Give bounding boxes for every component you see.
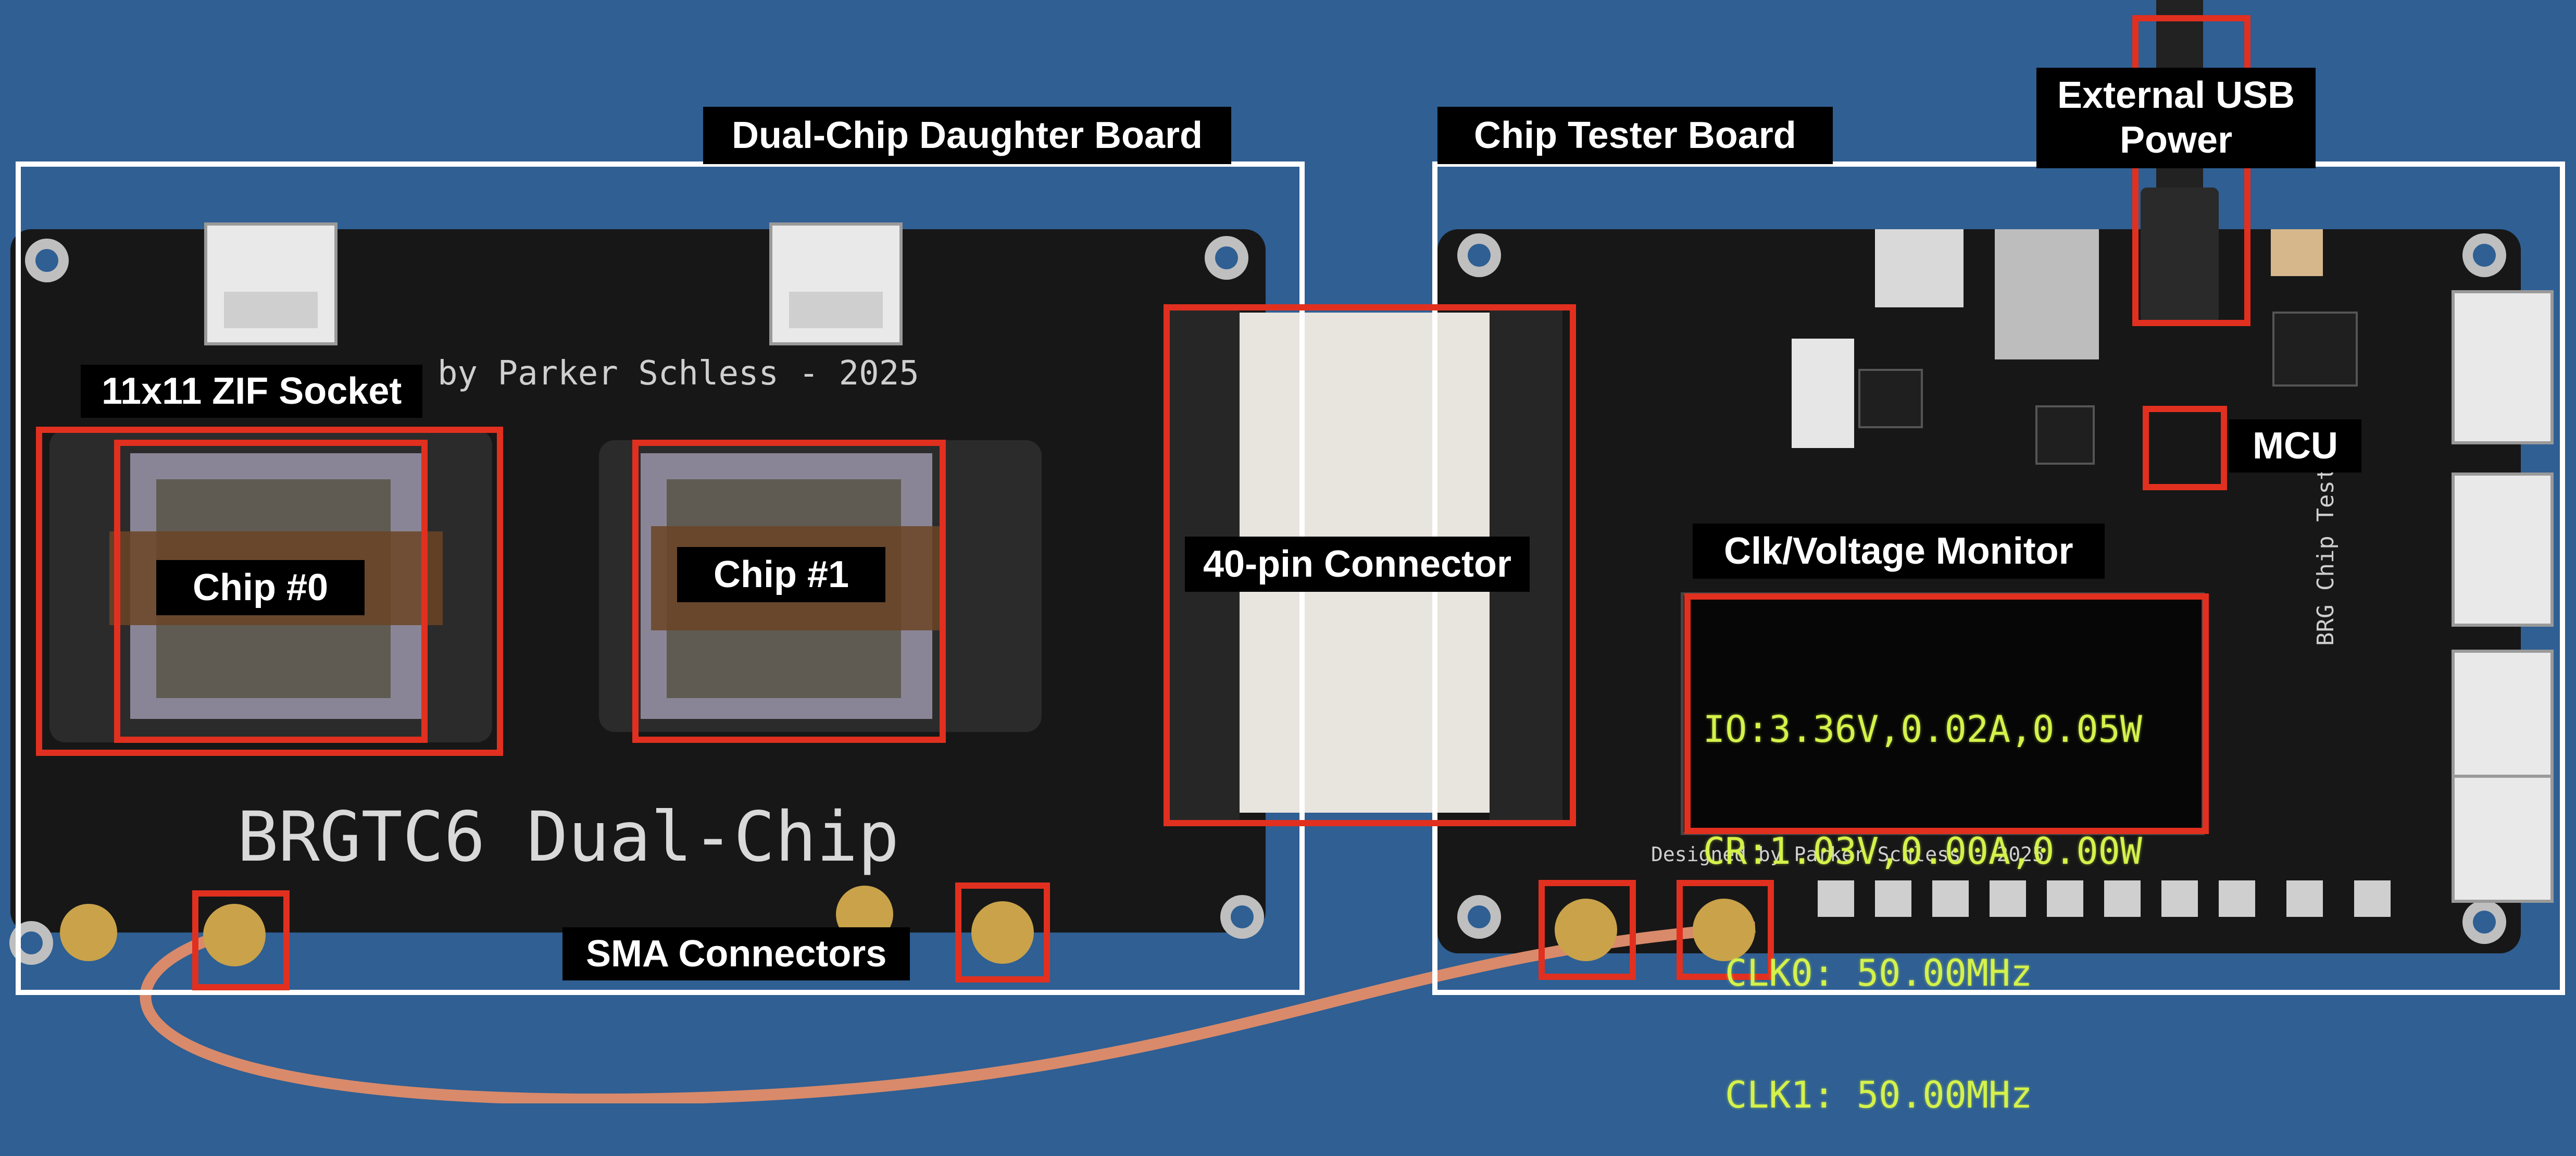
mcu-label: MCU [2229,419,2361,473]
author-silkscreen-left: by Parker Schless - 2025 [437,354,919,393]
monitor-highlight [1684,593,2209,834]
connector-label: 40-pin Connector [1185,537,1530,592]
oled-line-core: CR:1.03V,0.00A,0.00W [1703,830,2142,873]
push-buttons [1818,880,2391,917]
usb-power-label: External USB Power [2036,68,2316,168]
zif-socket-label: 11x11 ZIF Socket [81,365,423,418]
sma-highlight-1 [192,890,290,990]
board-name-silkscreen: BRGTC6 Dual-Chip [237,797,899,877]
spi-header-1 [769,222,903,345]
chip1-highlight [632,440,946,743]
oled-line-io: IO:3.36V,0.02A,0.05W [1703,708,2142,751]
chip0-highlight [114,440,428,743]
oled-display-frame [1681,592,2205,835]
monitor-label: Clk/Voltage Monitor [1693,524,2105,579]
connector-highlight [1164,304,1576,826]
oled-line-clk0: CLK0: 50.00MHz [1703,952,2033,995]
mcu-highlight [2143,406,2227,490]
oled-readout: IO:3.36V,0.02A,0.05W CR:1.03V,0.00A,0.00… [1703,628,2172,1156]
tester-board-label: Chip Tester Board [1437,107,1833,165]
author-silkscreen-right: Designed by Parker Schless - 2025 [1651,843,2044,866]
spi-header-0 [204,222,337,345]
coax-cable [140,922,1756,1103]
sma-highlight-4 [1677,880,1774,980]
oled-line-clk1: CLK1: 50.00MHz [1703,1074,2033,1116]
usb-power-highlight [2132,15,2250,326]
chip1-label: Chip #1 [677,547,886,603]
sma-label: SMA Connectors [562,927,910,981]
daughter-board-label: Dual-Chip Daughter Board [703,107,1232,165]
sma-highlight-3 [1539,880,1636,980]
chip0-label: Chip #0 [156,560,365,616]
tester-side-headers [2452,290,2554,903]
zif-socket-highlight [36,427,503,756]
sma-highlight-2 [955,882,1050,983]
